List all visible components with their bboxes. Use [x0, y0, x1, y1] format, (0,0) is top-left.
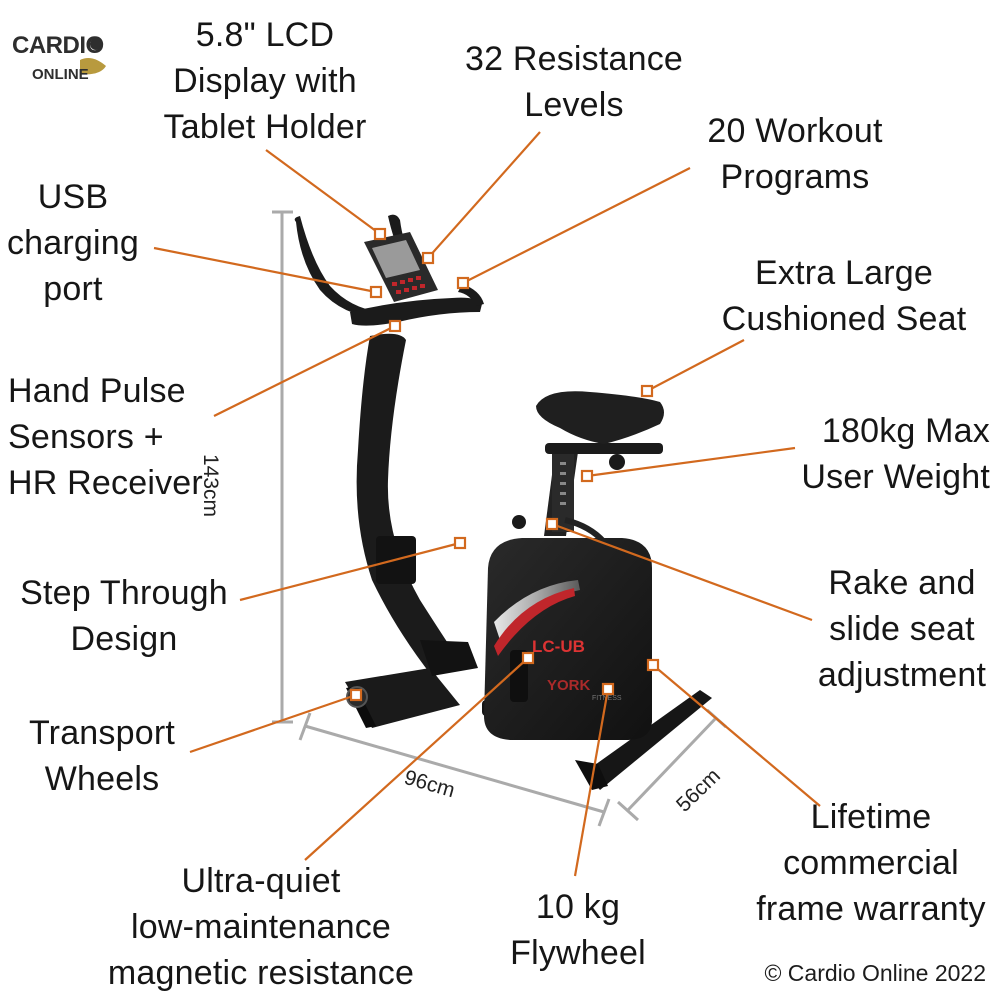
seat	[536, 391, 664, 444]
model-text: LC-UB	[532, 637, 585, 656]
marker-seat	[640, 384, 654, 398]
marker-hand-pulse	[388, 319, 402, 333]
marker-max-weight	[580, 469, 594, 483]
logo-line-2: ONLINE	[32, 66, 89, 83]
marker-flywheel	[601, 682, 615, 696]
marker-step-through	[453, 536, 467, 550]
runner-logo-icon	[80, 38, 106, 75]
copyright-text: © Cardio Online 2022	[764, 960, 986, 986]
dimension-lines	[272, 210, 728, 827]
feature-markers	[349, 227, 660, 702]
width-dimension-line	[626, 716, 718, 812]
handlebar-left	[294, 216, 390, 320]
marker-magnetic	[521, 651, 535, 665]
cardio-online-logo: CARDIO ONLINE	[10, 30, 118, 92]
logo-line-1: CARDIO	[12, 32, 104, 59]
length-dimension-line	[304, 724, 605, 814]
marker-programs	[456, 276, 470, 290]
marker-rake-slide	[545, 517, 559, 531]
exercise-bike: LC-UB YORK FITNESS	[294, 214, 712, 790]
brand-text: YORK	[547, 677, 591, 694]
handlebar-cross	[350, 297, 482, 326]
marker-usb	[369, 285, 383, 299]
leader-lines	[153, 131, 821, 877]
step-through-frame	[356, 333, 462, 676]
marker-resistance	[421, 251, 435, 265]
marker-lcd	[373, 227, 387, 241]
marker-transport	[349, 688, 363, 702]
marker-warranty	[646, 658, 660, 672]
dimension-height: 143cm	[199, 454, 222, 518]
lcd-screen	[372, 240, 420, 278]
